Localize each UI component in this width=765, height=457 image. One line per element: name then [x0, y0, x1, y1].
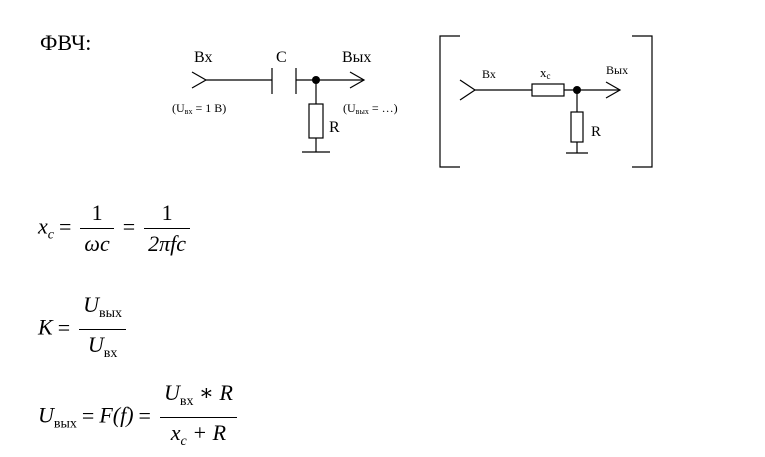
resistor-label-2: R [591, 124, 601, 140]
resistor-label: R [329, 119, 340, 136]
capacitor-label: C [276, 49, 287, 66]
junction-node-2 [573, 86, 581, 94]
circuit-diagrams: Вх C Вых R (Uвх = 1 В) (Uвых = …) Вх xc … [172, 35, 653, 168]
output-arrow [349, 71, 366, 89]
bracket-left [439, 35, 460, 168]
resistor [308, 103, 324, 139]
input-label: Вх [194, 49, 212, 66]
junction-node [312, 76, 320, 84]
input-arrow-2 [459, 79, 477, 101]
reactance-element [531, 83, 565, 97]
input-label-2: Вх [482, 67, 496, 81]
input-note: (Uвх = 1 В) [172, 101, 226, 116]
output-label-2: Вых [606, 63, 628, 77]
output-arrow-2 [605, 81, 622, 99]
circuit-equivalent [439, 35, 653, 168]
reactance-label: xc [540, 65, 551, 81]
circuit-high-pass-filter [191, 68, 366, 153]
output-label: Вых [342, 49, 371, 66]
resistor-2 [570, 111, 584, 143]
bracket-right [632, 35, 653, 168]
input-arrow [191, 71, 208, 89]
section-title: ФВЧ: [40, 30, 92, 55]
output-note: (Uвых = …) [343, 101, 398, 116]
